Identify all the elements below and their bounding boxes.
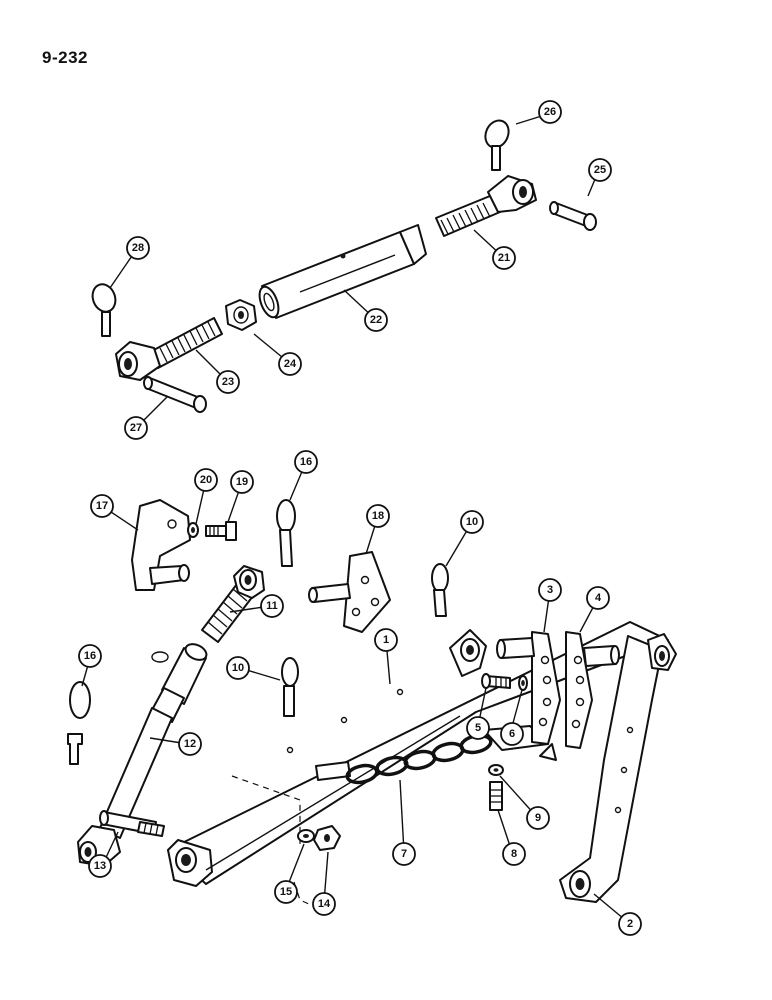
callout-6: 6 <box>500 722 524 746</box>
callout-label: 6 <box>509 728 515 740</box>
callout-label: 10 <box>232 662 244 674</box>
callout-8: 8 <box>502 842 526 866</box>
callout-label: 7 <box>401 848 407 860</box>
callout-25: 25 <box>588 158 612 182</box>
bolt-19 <box>205 521 237 541</box>
washer-6 <box>518 675 528 691</box>
callout-9: 9 <box>526 806 550 830</box>
callout-3: 3 <box>538 578 562 602</box>
callout-label: 15 <box>280 886 292 898</box>
bracket-plate-4 <box>565 631 620 749</box>
callout-label: 4 <box>595 592 602 604</box>
callout-label: 14 <box>318 898 331 910</box>
callout-5: 5 <box>466 716 490 740</box>
washer-15 <box>297 829 315 843</box>
left-threaded-rod-end <box>115 317 223 381</box>
callout-label: 9 <box>535 812 541 824</box>
callout-label: 5 <box>475 722 481 734</box>
callout-label: 17 <box>96 500 108 512</box>
right-lower-link <box>559 633 677 903</box>
callout-label: 19 <box>236 476 248 488</box>
right-mounting-bracket <box>308 551 391 633</box>
callout-1: 1 <box>374 628 398 652</box>
callout-16-top: 16 <box>294 450 318 474</box>
lynch-pin-16-bottom <box>67 681 91 765</box>
bolt-5 <box>481 673 511 689</box>
callout-13: 13 <box>88 854 112 878</box>
callout-20: 20 <box>194 468 218 492</box>
callout-label: 23 <box>222 376 234 388</box>
callout-label: 12 <box>184 738 196 750</box>
callout-label: 16 <box>300 456 312 468</box>
left-lynch-pin <box>91 283 117 337</box>
callout-24: 24 <box>278 352 302 376</box>
callout-18: 18 <box>366 504 390 528</box>
callout-label: 25 <box>594 164 606 176</box>
lynch-pin-10-top <box>431 563 449 617</box>
leveling-box-pin <box>99 810 165 837</box>
bolt-8 <box>489 781 503 811</box>
callout-label: 21 <box>498 252 510 264</box>
nut-14 <box>313 825 341 851</box>
lynch-pin-10-middle <box>281 657 299 717</box>
callout-28: 28 <box>126 236 150 260</box>
callout-label: 26 <box>544 106 556 118</box>
callout-10-top: 10 <box>460 510 484 534</box>
right-lynch-pin <box>484 119 510 171</box>
callout-16-bottom: 16 <box>78 644 102 668</box>
right-pin <box>549 201 597 231</box>
callout-label: 10 <box>466 516 478 528</box>
callout-11: 11 <box>260 594 284 618</box>
callout-label: 11 <box>266 600 278 612</box>
callout-21: 21 <box>492 246 516 270</box>
callout-label: 13 <box>94 860 106 872</box>
callout-14: 14 <box>312 892 336 916</box>
callout-12: 12 <box>178 732 202 756</box>
callout-22: 22 <box>364 308 388 332</box>
callout-4: 4 <box>586 586 610 610</box>
callout-10-middle: 10 <box>226 656 250 680</box>
callout-label: 2 <box>627 918 633 930</box>
leveling-box-threaded-end <box>201 565 265 643</box>
callout-label: 3 <box>547 584 553 596</box>
left-pin <box>143 376 207 413</box>
top-link-tube <box>258 224 427 319</box>
callout-label: 28 <box>132 242 144 254</box>
callout-23: 23 <box>216 370 240 394</box>
callout-19: 19 <box>230 470 254 494</box>
callout-label: 18 <box>372 510 384 522</box>
callout-label: 20 <box>200 474 212 486</box>
right-threaded-rod-end <box>435 175 537 237</box>
callout-label: 8 <box>511 848 517 860</box>
left-mounting-bracket <box>131 499 191 591</box>
callout-label: 24 <box>284 358 297 370</box>
callout-15: 15 <box>274 880 298 904</box>
callout-7: 7 <box>392 842 416 866</box>
callout-26: 26 <box>538 100 562 124</box>
leveling-box-body <box>77 643 208 867</box>
callout-17: 17 <box>90 494 114 518</box>
washer-9 <box>488 764 504 776</box>
callout-label: 1 <box>383 634 389 646</box>
callout-label: 27 <box>130 422 142 434</box>
callout-label: 22 <box>370 314 382 326</box>
callout-label: 16 <box>84 650 96 662</box>
callout-2: 2 <box>618 912 642 936</box>
lynch-pin-16-top <box>276 499 296 567</box>
washer-20 <box>187 522 199 538</box>
callout-27: 27 <box>124 416 148 440</box>
bracket-plate-3 <box>496 631 561 745</box>
lock-nut <box>225 299 257 331</box>
page-number: 9-232 <box>42 48 88 67</box>
